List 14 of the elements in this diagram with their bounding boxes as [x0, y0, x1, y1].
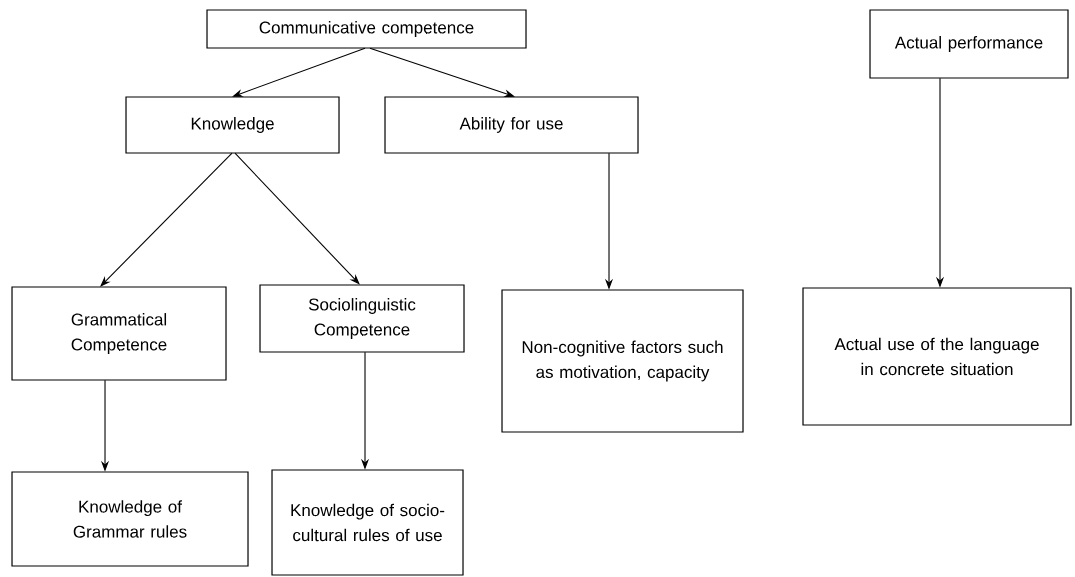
box: Non-cognitive factors such as motivation, capacity: [501, 289, 744, 433]
box: Sociolinguistic Competence: [259, 284, 465, 353]
box: Knowledge of Grammar rules: [11, 471, 249, 567]
box: Actual performance: [869, 9, 1069, 79]
arrow: [100, 152, 233, 287]
arrow: [232, 47, 366, 97]
box: Knowledge: [125, 96, 340, 154]
box: Knowledge of socio-cultural rules of use: [271, 469, 464, 576]
box: Communicative competence: [206, 9, 527, 49]
box: Grammatical Competence: [11, 286, 227, 381]
box: Actual use of the language in concrete situation: [802, 287, 1072, 426]
box: Ability for use: [384, 96, 639, 154]
arrow: [369, 47, 515, 98]
arrow: [234, 152, 360, 285]
